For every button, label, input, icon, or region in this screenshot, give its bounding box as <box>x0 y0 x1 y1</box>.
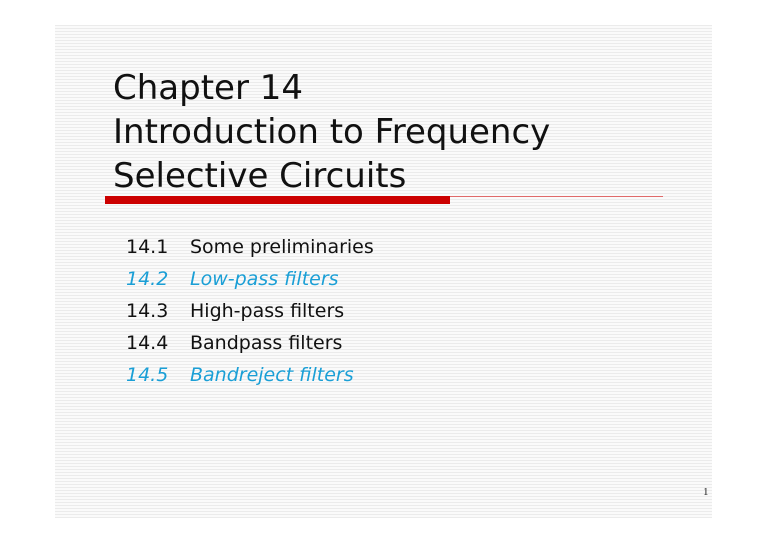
title-line-1: Chapter 14 <box>113 68 304 108</box>
toc-number: 14.1 <box>126 236 169 258</box>
toc-item: 14.4 Bandpass filters <box>126 327 374 359</box>
title-line-2: Introduction to Frequency <box>113 112 551 152</box>
slide-title: Chapter 14 Introduction to Frequency Sel… <box>113 66 550 198</box>
toc-number: 14.4 <box>126 332 169 354</box>
title-underline-thin <box>450 196 663 197</box>
title-underline-thick <box>105 196 450 204</box>
toc-label: High-pass filters <box>190 300 345 322</box>
toc-item: 14.3 High-pass filters <box>126 295 374 327</box>
toc-item-highlighted: 14.5 Bandreject filters <box>126 359 374 391</box>
toc-label: Bandreject filters <box>190 364 354 386</box>
title-line-3: Selective Circuits <box>113 156 407 196</box>
page-number: 1 <box>703 486 709 498</box>
toc-number: 14.2 <box>126 268 169 290</box>
toc-item-highlighted: 14.2 Low-pass filters <box>126 263 374 295</box>
toc-number: 14.5 <box>126 364 169 386</box>
toc-label: Bandpass filters <box>190 332 343 354</box>
table-of-contents: 14.1 Some preliminaries 14.2 Low-pass filt… <box>126 231 374 391</box>
toc-label: Low-pass filters <box>190 268 339 290</box>
toc-number: 14.3 <box>126 300 169 322</box>
toc-label: Some preliminaries <box>190 236 374 258</box>
slide <box>55 25 712 518</box>
toc-item: 14.1 Some preliminaries <box>126 231 374 263</box>
